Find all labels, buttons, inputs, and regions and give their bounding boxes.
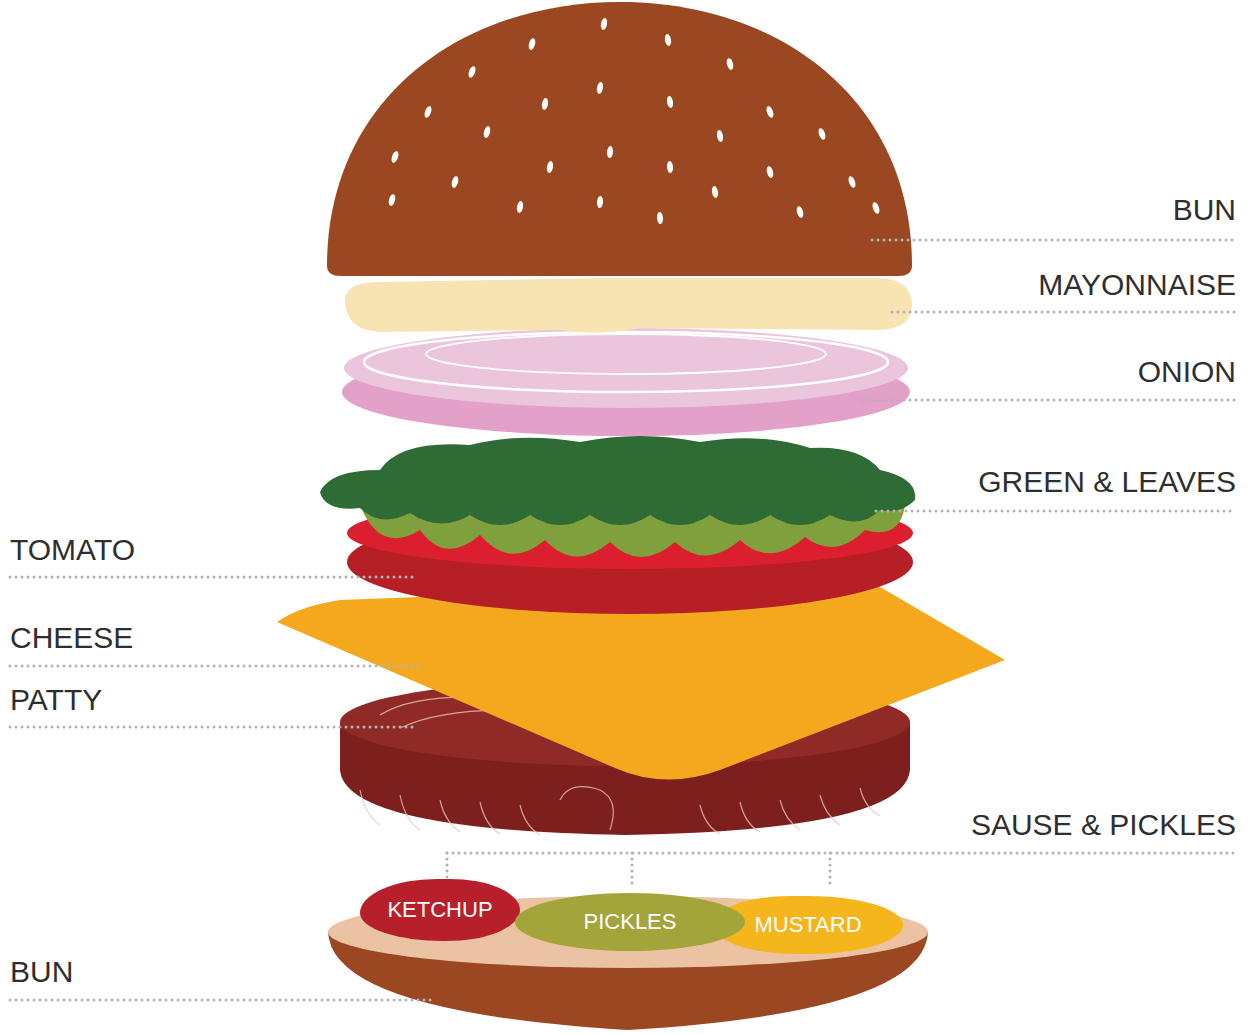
leader-line [829, 853, 832, 888]
leader-line [631, 853, 634, 888]
leader-line [892, 311, 1236, 314]
sauce-name: PICKLES [584, 909, 677, 935]
sauce-blob: KETCHUP [360, 879, 520, 941]
sauce-blob: PICKLES [515, 893, 745, 951]
leader-line [10, 576, 415, 579]
lettuce [320, 436, 915, 557]
leader-line [876, 510, 1236, 513]
sauce-name: KETCHUP [387, 897, 492, 923]
leader-line [10, 665, 420, 668]
top-bun [327, 2, 912, 276]
leader-line [872, 239, 1236, 242]
part-label: BUN [10, 954, 73, 990]
mayonnaise-layer [345, 278, 912, 333]
leader-line [446, 853, 449, 878]
onion-ring [426, 334, 826, 374]
part-label: BUN [1173, 192, 1236, 228]
leader-line [10, 999, 435, 1002]
sesame-seeds [388, 18, 881, 225]
bottom-bun [328, 896, 928, 1030]
leader-line [447, 852, 1236, 855]
onion [342, 328, 910, 436]
leader-lines [10, 240, 1236, 1000]
onion-ring [364, 332, 888, 392]
part-label: ONION [1138, 354, 1236, 390]
sauce-name: MUSTARD [754, 912, 861, 938]
part-label: CHEESE [10, 620, 133, 656]
leader-line [862, 399, 1236, 402]
part-label: SAUSE & PICKLES [971, 807, 1236, 843]
leader-line [10, 726, 415, 729]
part-label: TOMATO [10, 532, 135, 568]
lettuce-dark [320, 436, 915, 525]
part-label: GREEN & LEAVES [978, 464, 1236, 500]
bun-dome [327, 2, 912, 276]
part-label: PATTY [10, 682, 102, 718]
onion-top [344, 328, 908, 408]
part-label: MAYONNAISE [1038, 267, 1236, 303]
